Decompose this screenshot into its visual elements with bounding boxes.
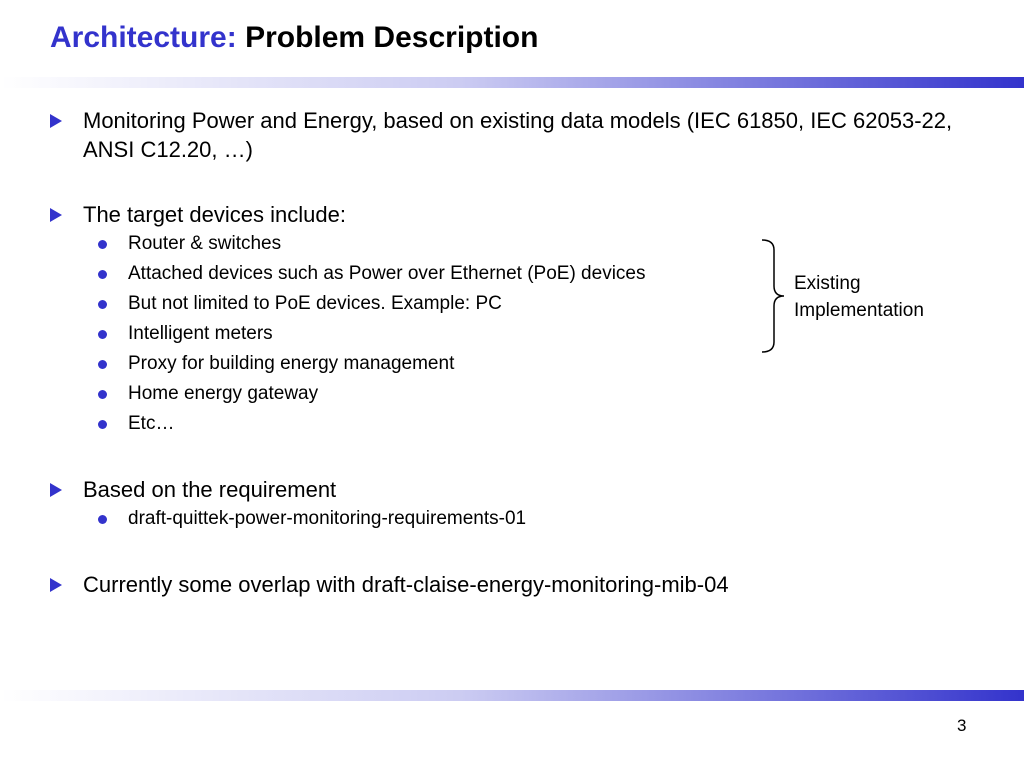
sub-bullet-text: Etc… (128, 413, 175, 434)
triangle-bullet-icon (50, 114, 62, 128)
right-brace-icon (761, 239, 785, 353)
triangle-bullet-icon (50, 578, 62, 592)
sub-bullet-item: draft-quittek-power-monitoring-requireme… (48, 504, 978, 534)
header-divider (0, 77, 1024, 88)
page-number: 3 (957, 716, 967, 735)
bullet-text: The target devices include: (83, 202, 346, 227)
sub-bullet-text: Intelligent meters (128, 323, 273, 344)
bullet-item: Currently some overlap with draft-claise… (48, 570, 978, 599)
spacer (48, 534, 978, 570)
triangle-bullet-icon (50, 483, 62, 497)
title-prefix: Architecture: (50, 21, 237, 54)
sub-bullet-item: Proxy for building energy management (48, 349, 978, 379)
sub-bullet-text: draft-quittek-power-monitoring-requireme… (128, 508, 527, 529)
annotation-line: Existing (794, 273, 861, 294)
circle-bullet-icon (98, 300, 107, 309)
annotation-line: Implementation (794, 300, 924, 321)
sub-bullet-text: Attached devices such as Power over Ethe… (128, 263, 646, 284)
slide-title: Architecture: Problem Description (50, 21, 538, 55)
bullet-text: Monitoring Power and Energy, based on ex… (83, 108, 953, 162)
sub-bullet-item: But not limited to PoE devices. Example:… (48, 289, 978, 319)
circle-bullet-icon (98, 240, 107, 249)
sub-bullet-item: Router & switches (48, 229, 978, 259)
circle-bullet-icon (98, 420, 107, 429)
circle-bullet-icon (98, 270, 107, 279)
sub-bullet-item: Home energy gateway (48, 379, 978, 409)
bullet-text: Based on the requirement (83, 477, 337, 502)
sub-bullet-item: Etc… (48, 409, 978, 439)
circle-bullet-icon (98, 330, 107, 339)
bullet-item: The target devices include: (48, 200, 978, 229)
circle-bullet-icon (98, 515, 107, 524)
bullet-item: Monitoring Power and Energy, based on ex… (48, 106, 978, 164)
bullet-item: Based on the requirement (48, 475, 978, 504)
bullet-list: Monitoring Power and Energy, based on ex… (48, 106, 978, 599)
sub-bullet-text: But not limited to PoE devices. Example:… (128, 293, 502, 314)
sub-bullet-text: Proxy for building energy management (128, 353, 455, 374)
triangle-bullet-icon (50, 208, 62, 222)
sub-bullet-text: Home energy gateway (128, 383, 319, 404)
spacer (48, 439, 978, 475)
circle-bullet-icon (98, 360, 107, 369)
existing-implementation-label: Existing Implementation (794, 270, 924, 324)
sub-bullet-item: Attached devices such as Power over Ethe… (48, 259, 978, 289)
circle-bullet-icon (98, 390, 107, 399)
title-main: Problem Description (245, 21, 539, 54)
spacer (48, 164, 978, 200)
footer-divider (0, 690, 1024, 701)
sub-bullet-item: Intelligent meters (48, 319, 978, 349)
sub-bullet-text: Router & switches (128, 233, 282, 254)
bullet-text: Currently some overlap with draft-claise… (83, 572, 729, 597)
